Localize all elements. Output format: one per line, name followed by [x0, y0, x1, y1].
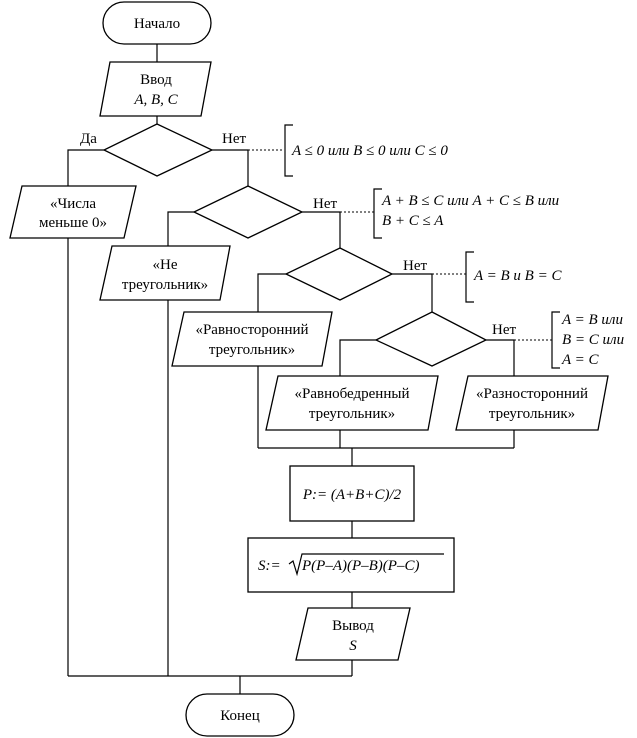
out-not-triangle-line1: «Не	[153, 257, 178, 273]
area-radicand: P(P–A)(P–B)(P–C)	[301, 558, 419, 574]
output-not-triangle-parallelogram	[99, 245, 231, 301]
output-scalene-parallelogram	[455, 375, 609, 431]
end-label: Конец	[220, 708, 259, 724]
comments	[248, 124, 560, 369]
input-vars: A, B, C	[133, 92, 178, 108]
decision-1	[102, 123, 214, 177]
condition-4-line3: A = C	[561, 352, 600, 368]
decision-3	[284, 247, 394, 301]
start-terminal	[102, 1, 212, 45]
yes-label: Да	[80, 131, 97, 147]
out-negative-line2: меньше 0»	[39, 215, 107, 231]
out-equilateral-line2: треугольник»	[209, 342, 295, 358]
perimeter-formula: P:= (A+B+C)/2	[302, 487, 402, 503]
output-equilateral-parallelogram	[171, 311, 333, 367]
input-parallelogram	[99, 61, 212, 117]
no-label-3: Нет	[403, 258, 427, 274]
condition-3: A = B и B = C	[473, 268, 562, 284]
condition-4-line2: B = C или	[562, 332, 624, 348]
input-label: Ввод	[140, 72, 172, 88]
connectors	[67, 44, 515, 694]
output-var: S	[349, 638, 357, 654]
output-parallelogram	[295, 607, 411, 661]
out-negative-line1: «Числа	[50, 196, 96, 212]
condition-2-line1: A + B ≤ C или A + C ≤ B или	[381, 193, 559, 209]
decision-2	[192, 185, 304, 239]
area-process	[247, 537, 455, 593]
end-terminal	[185, 693, 295, 737]
area-prefix: S:=	[258, 558, 281, 574]
sqrt-sign	[288, 553, 444, 577]
output-label: Вывод	[332, 618, 374, 634]
no-label-1: Нет	[222, 131, 246, 147]
start-label: Начало	[134, 16, 180, 32]
out-isosceles-line2: треугольник»	[309, 406, 395, 422]
out-scalene-line1: «Разносторонний	[476, 386, 588, 402]
out-not-triangle-line2: треугольник»	[122, 277, 208, 293]
output-isosceles-parallelogram	[265, 375, 439, 431]
out-isosceles-line1: «Равнобедренный	[295, 386, 410, 402]
no-label-2: Нет	[313, 196, 337, 212]
output-negative-parallelogram	[9, 185, 137, 239]
condition-2-line2: B + C ≤ A	[382, 213, 444, 229]
perimeter-process	[289, 465, 415, 522]
condition-4-line1: A = B или	[561, 312, 623, 328]
no-label-4: Нет	[492, 322, 516, 338]
decision-4	[374, 311, 488, 367]
out-scalene-line2: треугольник»	[489, 406, 575, 422]
condition-1: A ≤ 0 или B ≤ 0 или C ≤ 0	[291, 143, 448, 159]
out-equilateral-line1: «Равносторонний	[195, 322, 308, 338]
